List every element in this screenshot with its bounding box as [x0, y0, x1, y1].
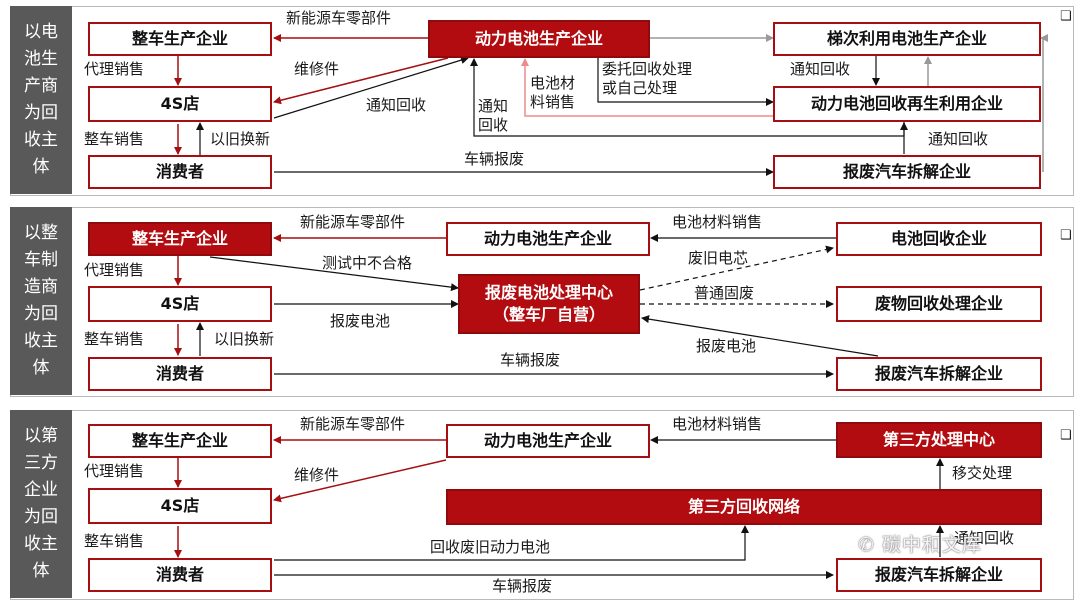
p1-arrow-material: [521, 58, 773, 117]
p3-label-recycle: 回收废旧动力电池: [430, 538, 551, 556]
p1-dealer-node: 4S店: [88, 86, 272, 122]
p2-dealer-node: 4S店: [88, 286, 272, 322]
bullet-3: ❑: [1060, 428, 1072, 443]
p1-consumer-node: 消费者: [88, 155, 272, 189]
p2-center-node: 报废电池处理中心 （整车厂自营）: [458, 274, 640, 334]
p3-label-handover: 移交处理: [952, 464, 1013, 482]
p3-arrow-repair: [273, 459, 447, 503]
p3-label-parts: 新能源车零部件: [300, 415, 406, 433]
p1-label-parts: 新能源车零部件: [286, 9, 392, 27]
p2-label-solid-waste: 普通固废: [694, 284, 755, 302]
p3-oem-node: 整车生产企业: [88, 424, 272, 458]
p3-label-notify: 通知回收: [954, 529, 1015, 547]
p3-consumer-node: 消费者: [88, 558, 272, 592]
watermark: ✆ 碳中和文库: [858, 530, 982, 557]
p1-label-material: 电池材 料销售: [530, 74, 576, 111]
watermark-text: 碳中和文库: [881, 534, 982, 556]
p1-label-agency: 代理销售: [84, 60, 145, 78]
p2-label-scrap: 车辆报废: [500, 351, 561, 369]
panel-3-title: 以第三方企业为回收主体: [10, 410, 72, 598]
p3-label-agency: 代理销售: [84, 462, 145, 480]
p3-arrow-recycle: [274, 525, 749, 561]
p1-label-notify2: 通知 回收: [478, 97, 509, 134]
p3-label-vehicle-sale: 整车销售: [84, 532, 145, 550]
p2-battery-maker-node: 动力电池生产企业: [446, 222, 650, 256]
p1-recycler-node: 动力电池回收再生利用企业: [773, 86, 1041, 122]
panel-2-title: 以整车制造商为回收主体: [10, 207, 72, 395]
panel-1-title-text: 以电池生产商为回收主体: [24, 22, 58, 177]
p1-battery-maker-node: 动力电池生产企业: [428, 20, 650, 58]
p1-dismantler-node: 报废汽车拆解企业: [773, 155, 1041, 189]
p1-cascade-node: 梯次利用电池生产企业: [773, 22, 1041, 56]
p1-arrow-notify1: [273, 56, 469, 119]
p3-battery-maker-node: 动力电池生产企业: [446, 424, 650, 458]
p1-oem-node: 整车生产企业: [88, 22, 272, 56]
p2-label-agency: 代理销售: [84, 261, 145, 279]
p2-waste-node: 废物回收处理企业: [836, 286, 1042, 322]
p3-third-center-node: 第三方处理中心: [836, 422, 1042, 458]
p2-dismantler-node: 报废汽车拆解企业: [836, 357, 1042, 391]
p1-label-entrust: 委托回收处理 或自己处理: [602, 60, 693, 97]
p1-label-notify4: 通知回收: [928, 130, 989, 148]
p2-consumer-node: 消费者: [88, 357, 272, 391]
bullet-1: ❑: [1060, 9, 1072, 24]
p1-label-tradein: 以旧换新: [210, 130, 271, 148]
p2-arrow-scrap-batt2: [641, 315, 879, 357]
p1-label-scrap: 车辆报废: [464, 150, 525, 168]
p2-label-failed: 测试中不合格: [322, 254, 413, 272]
p2-label-tradein: 以旧换新: [214, 330, 275, 348]
p2-label-vehicle-sale: 整车销售: [84, 330, 145, 348]
p3-network-node: 第三方回收网络: [446, 489, 1042, 525]
p2-arrow-old-cells: [639, 245, 834, 291]
panel-3-title-text: 以第三方企业为回收主体: [24, 426, 58, 581]
p1-label-notify3: 通知回收: [790, 60, 851, 78]
p2-oem-node: 整车生产企业: [88, 222, 272, 256]
p1-label-notify1: 通知回收: [366, 96, 427, 114]
p2-label-old-cells: 废旧电芯: [688, 249, 749, 267]
p1-arrow-entrust: [597, 58, 774, 106]
p2-cell-recycler-node: 电池回收企业: [836, 222, 1042, 256]
p3-label-repair: 维修件: [294, 466, 340, 484]
p3-label-material: 电池材料销售: [672, 415, 763, 433]
bullet-2: ❑: [1060, 228, 1072, 243]
p2-label-scrap-batt2: 报废电池: [696, 337, 757, 355]
p1-arrow-repair: [273, 57, 449, 105]
p3-label-scrap: 车辆报废: [492, 577, 553, 595]
p2-label-parts: 新能源车零部件: [300, 213, 406, 231]
p1-label-repair: 维修件: [294, 60, 340, 78]
p2-label-material: 电池材料销售: [672, 213, 763, 231]
p3-dismantler-node: 报废汽车拆解企业: [836, 558, 1042, 592]
p3-dealer-node: 4S店: [88, 488, 272, 524]
panel-2-title-text: 以整车制造商为回收主体: [24, 223, 58, 378]
p2-label-scrap-batt1: 报废电池: [330, 312, 391, 330]
p2-arrow-failed: [209, 256, 459, 292]
p1-arrow-loop-grey: [1040, 34, 1048, 172]
wechat-icon: ✆: [858, 534, 875, 556]
p1-label-vehicle-sale: 整车销售: [84, 130, 145, 148]
panel-1-title: 以电池生产商为回收主体: [10, 6, 72, 194]
